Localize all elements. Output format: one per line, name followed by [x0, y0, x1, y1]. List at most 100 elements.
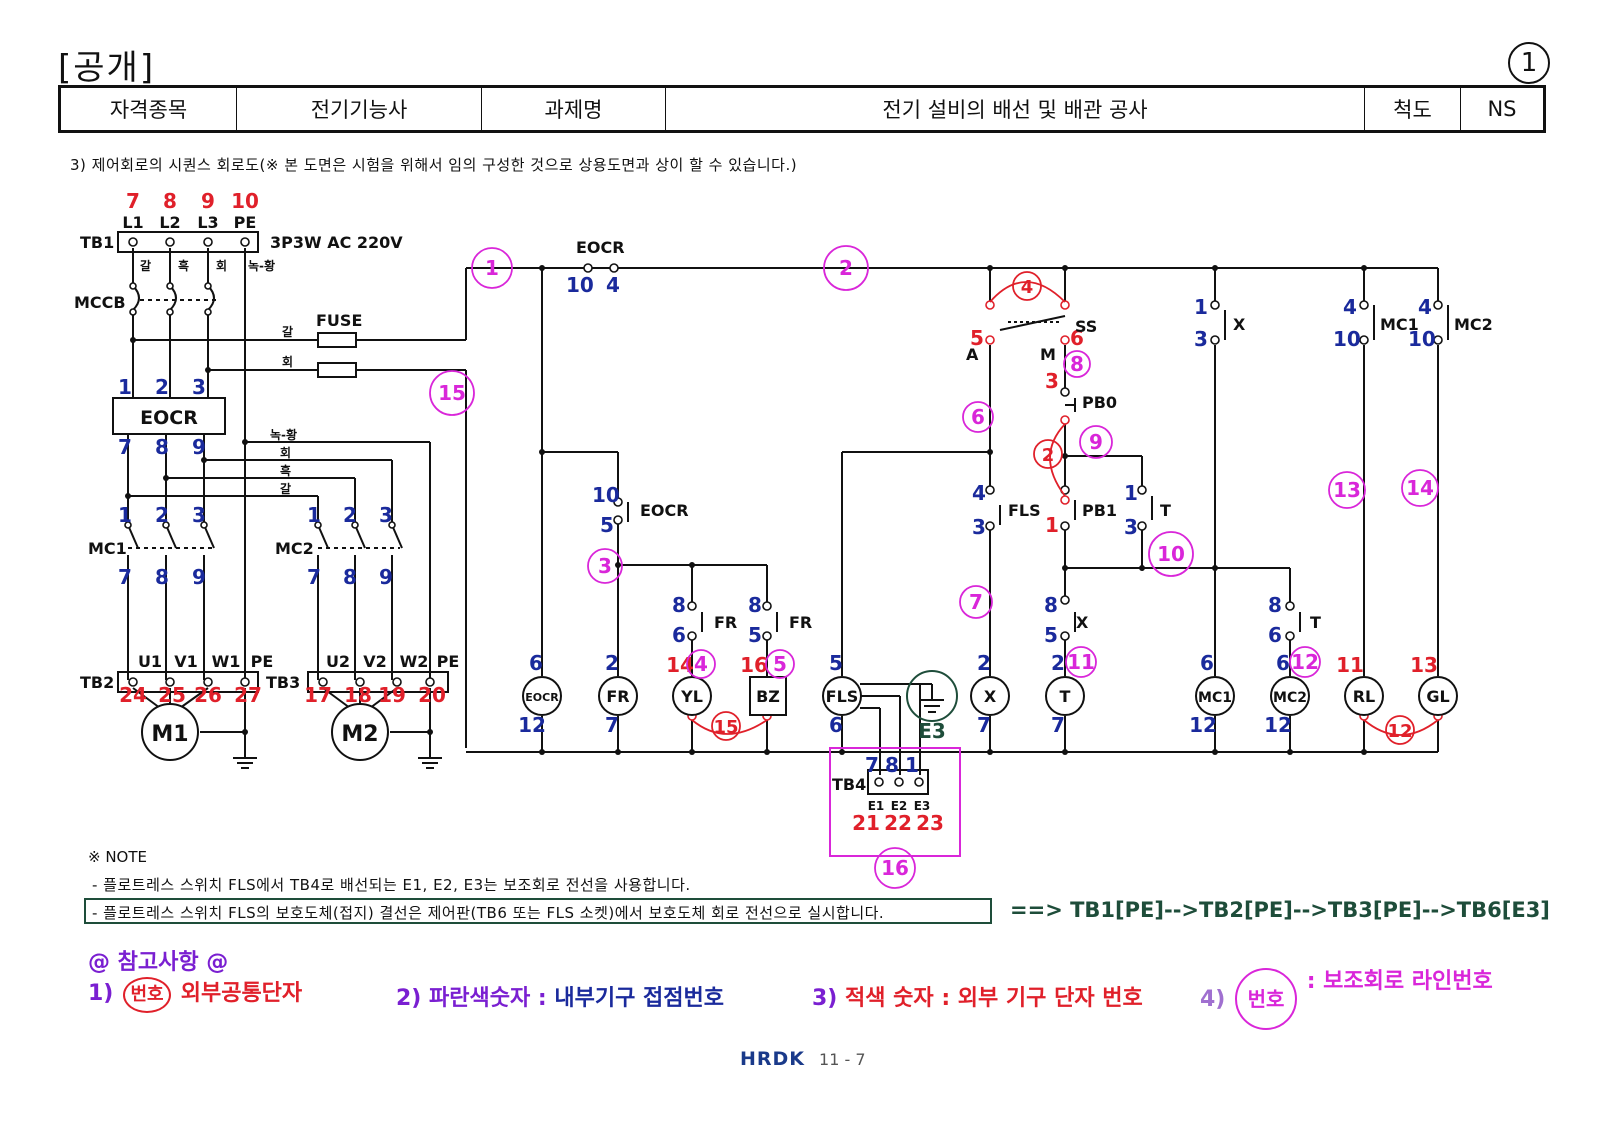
legend-2-prefix: 파란색숫자 : [429, 986, 547, 1011]
svg-text:8: 8 [163, 189, 177, 213]
fls-top: 4 [972, 481, 986, 505]
legend-item-3: 3) 적색 숫자 : 외부 기구 단자 번호 [812, 980, 1143, 1012]
fr1-label: FR [714, 613, 737, 632]
svg-text:2: 2 [1042, 445, 1055, 466]
mc1-contact-bot: 10 [1333, 327, 1361, 351]
x-contact-bot: 3 [1194, 327, 1208, 351]
svg-text:5: 5 [829, 651, 843, 675]
svg-text:1: 1 [485, 256, 499, 280]
tb2-label: TB2 [80, 673, 114, 692]
legend-2-num: 2) [396, 986, 422, 1011]
eocr-nc-b: 5 [600, 513, 614, 537]
svg-text:27: 27 [234, 683, 262, 707]
t-contact-label: T [1160, 501, 1171, 520]
eocr-contact-label: EOCR [576, 238, 625, 257]
pb1-label: PB1 [1082, 501, 1117, 520]
svg-text:M2: M2 [341, 722, 378, 747]
svg-text:1: 1 [118, 503, 132, 527]
svg-text:U2: U2 [326, 652, 350, 671]
svg-text:2: 2 [1051, 651, 1065, 675]
svg-text:1: 1 [118, 375, 132, 399]
eocr-contact-b: 4 [606, 273, 620, 297]
svg-text:X: X [984, 687, 997, 706]
svg-text:L2: L2 [159, 213, 180, 232]
fr2-bot: 5 [748, 623, 762, 647]
fuse-wire-2: 회 [282, 354, 293, 369]
reference-heading: @ 참고사항 @ [88, 950, 229, 975]
x-contact-label: X [1233, 315, 1246, 334]
svg-text:YL: YL [680, 687, 703, 706]
svg-text:9: 9 [1089, 430, 1103, 454]
svg-text:회: 회 [216, 258, 227, 273]
svg-text:L3: L3 [197, 213, 218, 232]
x-lower-bot: 5 [1044, 623, 1058, 647]
svg-text:8: 8 [343, 565, 357, 589]
legend-1-badge: 번호 [123, 977, 172, 1013]
info-table: 자격종목 전기기능사 과제명 전기 설비의 배선 및 배관 공사 척도 NS [58, 85, 1546, 133]
fls-bot: 3 [972, 515, 986, 539]
svg-text:EOCR: EOCR [525, 691, 559, 704]
svg-text:M1: M1 [151, 722, 188, 747]
svg-text:16: 16 [881, 856, 909, 880]
svg-text:15: 15 [438, 381, 466, 405]
note-line-2: - 플로트레스 스위치 FLS의 보호도체(접지) 결선은 제어판(TB6 또는… [84, 898, 992, 924]
svg-text:8: 8 [885, 753, 899, 777]
svg-text:7: 7 [1051, 713, 1065, 737]
svg-text:9: 9 [379, 565, 393, 589]
svg-text:8: 8 [155, 435, 169, 459]
svg-text:15: 15 [713, 717, 738, 738]
svg-text:MC1: MC1 [1198, 690, 1232, 706]
svg-text:PE: PE [234, 213, 257, 232]
motor-m2: M2 [331, 703, 389, 761]
svg-text:8: 8 [1070, 352, 1084, 376]
svg-text:7: 7 [969, 590, 983, 614]
svg-text:12: 12 [1387, 721, 1412, 742]
note-arrow: ==> TB1[PE]-->TB2[PE]-->TB3[PE]-->TB6[E3… [1010, 898, 1550, 922]
legend-3-num: 3) [812, 986, 838, 1011]
svg-text:E2: E2 [891, 799, 908, 813]
legend-3-prefix: 적색 숫자 : [845, 986, 951, 1011]
eocr-contact-a: 10 [566, 273, 594, 297]
svg-text:18: 18 [344, 683, 372, 707]
magenta-line-circles [429, 245, 1439, 889]
x-contact-top: 1 [1194, 295, 1208, 319]
svg-text:9: 9 [201, 189, 215, 213]
svg-text:V2: V2 [363, 652, 387, 671]
legend-item-4: 4) 번호 : 보조회로 라인번호 [1200, 968, 1493, 1030]
svg-text:2: 2 [155, 375, 169, 399]
svg-text:W1: W1 [212, 652, 241, 671]
svg-text:PE: PE [437, 652, 460, 671]
red-common-numbers: 4 2 15 12 [713, 277, 1412, 742]
svg-text:갈: 갈 [140, 259, 151, 273]
svg-text:3: 3 [192, 503, 206, 527]
legend-4-badge: 번호 [1235, 968, 1298, 1030]
svg-text:2: 2 [977, 651, 991, 675]
svg-text:20: 20 [418, 683, 446, 707]
svg-text:MC2: MC2 [1273, 690, 1307, 706]
t-lower-label: T [1310, 613, 1321, 632]
svg-text:2: 2 [605, 651, 619, 675]
svg-text:7: 7 [126, 189, 140, 213]
svg-text:23: 23 [916, 811, 944, 835]
svg-text:25: 25 [158, 683, 186, 707]
mc1-label: MC1 [88, 539, 127, 558]
mc1-contact-label: MC1 [1380, 315, 1419, 334]
x-lower-top: 8 [1044, 593, 1058, 617]
cell-task-name: 전기 설비의 배선 및 배관 공사 [665, 86, 1365, 132]
diagram-subtitle: 3) 제어회로의 시퀀스 회로도(※ 본 도면은 시험을 위해서 임의 구성한 … [70, 156, 798, 174]
svg-text:회: 회 [280, 445, 291, 460]
fr1-bot: 6 [672, 623, 686, 647]
cell-task-label: 과제명 [481, 86, 666, 132]
fuse-wire-1: 갈 [282, 325, 293, 339]
